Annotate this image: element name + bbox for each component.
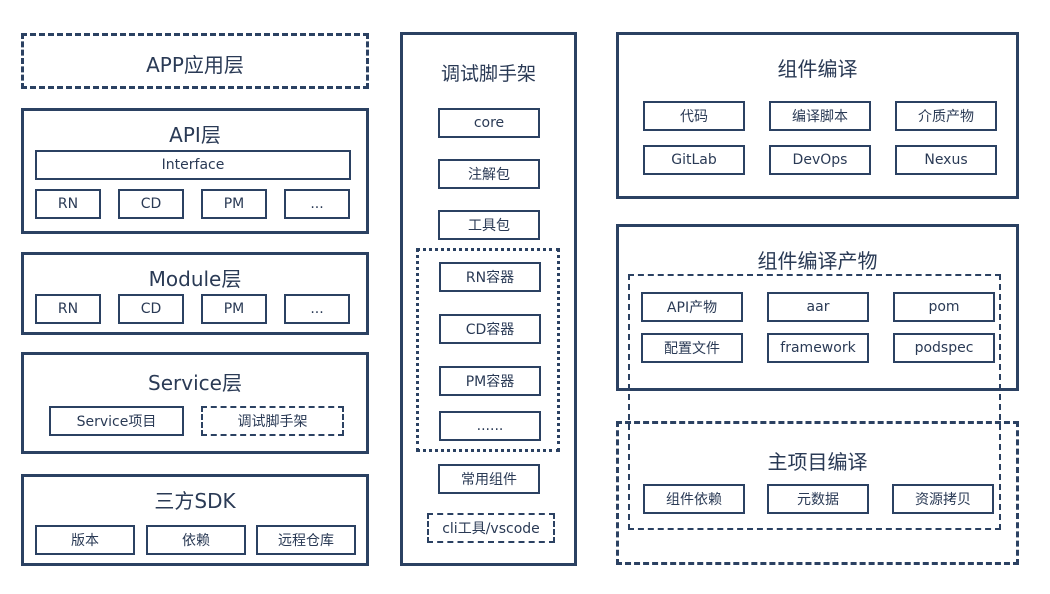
- service-debug-scaffold-box: 调试脚手架: [201, 406, 344, 436]
- artifact-item-config: 配置文件: [641, 333, 743, 363]
- service-layer-title: Service层: [148, 371, 242, 395]
- app-layer: APP应用层: [21, 33, 369, 89]
- sdk-item-version: 版本: [35, 525, 135, 555]
- module-layer: Module层 RN CD PM ...: [21, 252, 369, 335]
- scaffold-item-core: core: [438, 108, 540, 138]
- scaffold-item-annotation: 注解包: [438, 159, 540, 189]
- artifact-item-podspec: podspec: [893, 333, 995, 363]
- main-project-compile-title: 主项目编译: [767, 450, 868, 474]
- api-item-more: ...: [284, 189, 350, 219]
- containers-group: RN容器 CD容器 PM容器 ......: [416, 248, 560, 452]
- api-layer-title: API层: [169, 123, 221, 147]
- main-item-resource-copy: 资源拷贝: [892, 484, 994, 514]
- debug-scaffold-panel: 调试脚手架 core 注解包 工具包 常用组件 cli工具/vscode: [400, 32, 577, 566]
- service-layer: Service层 Service项目 调试脚手架: [21, 352, 369, 454]
- compile-item-devops: DevOps: [769, 145, 871, 175]
- component-compile-panel: 组件编译 代码 编译脚本 介质产物 GitLab DevOps Nexus: [616, 32, 1019, 199]
- module-item-rn: RN: [35, 294, 101, 324]
- compile-item-artifact: 介质产物: [895, 101, 997, 131]
- container-more: ......: [439, 411, 541, 441]
- compile-item-gitlab: GitLab: [643, 145, 745, 175]
- api-item-cd: CD: [118, 189, 184, 219]
- service-project-box: Service项目: [49, 406, 184, 436]
- app-layer-title: APP应用层: [146, 53, 244, 77]
- scaffold-item-cli: cli工具/vscode: [427, 513, 555, 543]
- artifacts-dashed-group: [628, 274, 1001, 530]
- api-layer: API层 Interface RN CD PM ...: [21, 108, 369, 234]
- artifact-item-framework: framework: [767, 333, 869, 363]
- scaffold-item-tools: 工具包: [438, 210, 540, 240]
- artifact-item-api: API产物: [641, 292, 743, 322]
- module-item-pm: PM: [201, 294, 267, 324]
- module-layer-title: Module层: [148, 267, 242, 291]
- compile-artifacts-title: 组件编译产物: [757, 249, 878, 273]
- compile-item-code: 代码: [643, 101, 745, 131]
- sdk-layer: 三方SDK 版本 依赖 远程仓库: [21, 474, 369, 566]
- sdk-item-dependency: 依赖: [146, 525, 246, 555]
- compile-item-nexus: Nexus: [895, 145, 997, 175]
- sdk-item-remote-repo: 远程仓库: [256, 525, 356, 555]
- scaffold-item-common: 常用组件: [438, 464, 540, 494]
- sdk-layer-title: 三方SDK: [154, 489, 236, 513]
- compile-artifacts-panel: 组件编译产物: [616, 224, 1019, 391]
- compile-item-script: 编译脚本: [769, 101, 871, 131]
- debug-scaffold-title: 调试脚手架: [440, 63, 536, 85]
- container-rn: RN容器: [439, 262, 541, 292]
- module-item-cd: CD: [118, 294, 184, 324]
- main-project-compile-panel: 主项目编译 组件依赖 元数据 资源拷贝: [616, 421, 1019, 565]
- main-item-component-dependency: 组件依赖: [643, 484, 745, 514]
- interface-box: Interface: [35, 150, 351, 180]
- artifact-item-aar: aar: [767, 292, 869, 322]
- artifact-item-pom: pom: [893, 292, 995, 322]
- api-item-rn: RN: [35, 189, 101, 219]
- api-item-pm: PM: [201, 189, 267, 219]
- main-item-metadata: 元数据: [767, 484, 869, 514]
- component-compile-title: 组件编译: [777, 57, 858, 81]
- container-pm: PM容器: [439, 366, 541, 396]
- container-cd: CD容器: [439, 314, 541, 344]
- module-item-more: ...: [284, 294, 350, 324]
